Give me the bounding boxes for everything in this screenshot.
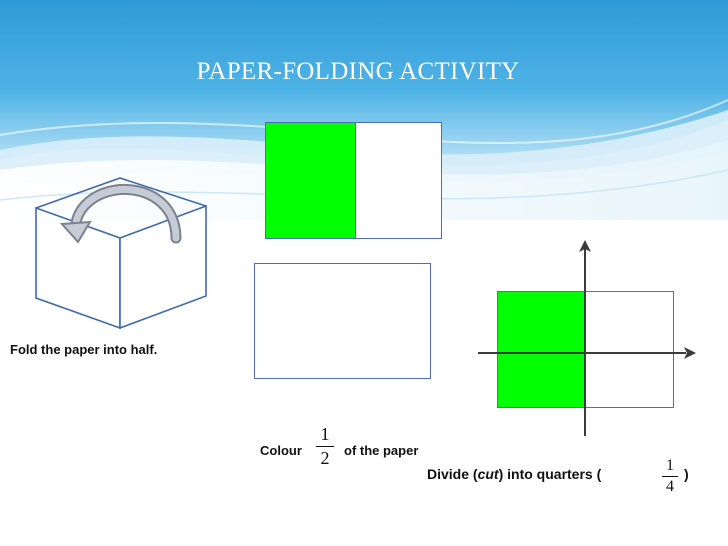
slide-title-text: PAPER-FOLDING ACTIVITY <box>196 58 520 85</box>
divide-middle: ) into quarters ( <box>498 466 602 482</box>
cut-emphasis: cut <box>477 466 499 482</box>
arrow-up-icon <box>579 240 591 252</box>
colour-label: Colour <box>260 443 302 458</box>
fraction-one-quarter: 1 4 <box>662 457 678 496</box>
divide-instruction: Divide (cut) into quarters ( <box>427 466 601 482</box>
curved-arrow-icon <box>59 183 182 244</box>
fraction-denominator: 4 <box>666 478 674 495</box>
fold-instruction: Fold the paper into half. <box>10 342 158 357</box>
fraction-numerator: 1 <box>320 424 330 444</box>
fraction-numerator: 1 <box>666 457 674 474</box>
divide-prefix: Divide ( <box>427 466 478 482</box>
fraction-one-half: 1 2 <box>316 424 334 469</box>
blank-paper <box>254 263 431 379</box>
fraction-denominator: 2 <box>320 448 330 468</box>
vertical-cut-line <box>584 246 586 436</box>
paper-top-edge <box>35 177 207 209</box>
horizontal-cut-line <box>478 352 686 354</box>
of-the-paper-label: of the paper <box>344 443 419 458</box>
arrow-right-icon <box>684 347 696 359</box>
closing-paren: ) <box>684 466 689 482</box>
coloured-quarters <box>498 292 586 407</box>
coloured-half <box>266 123 356 238</box>
half-coloured-paper <box>265 122 442 239</box>
folded-paper-illustration <box>35 177 207 330</box>
slide-title: PAPER-FOLDING ACTIVITY <box>0 58 728 86</box>
